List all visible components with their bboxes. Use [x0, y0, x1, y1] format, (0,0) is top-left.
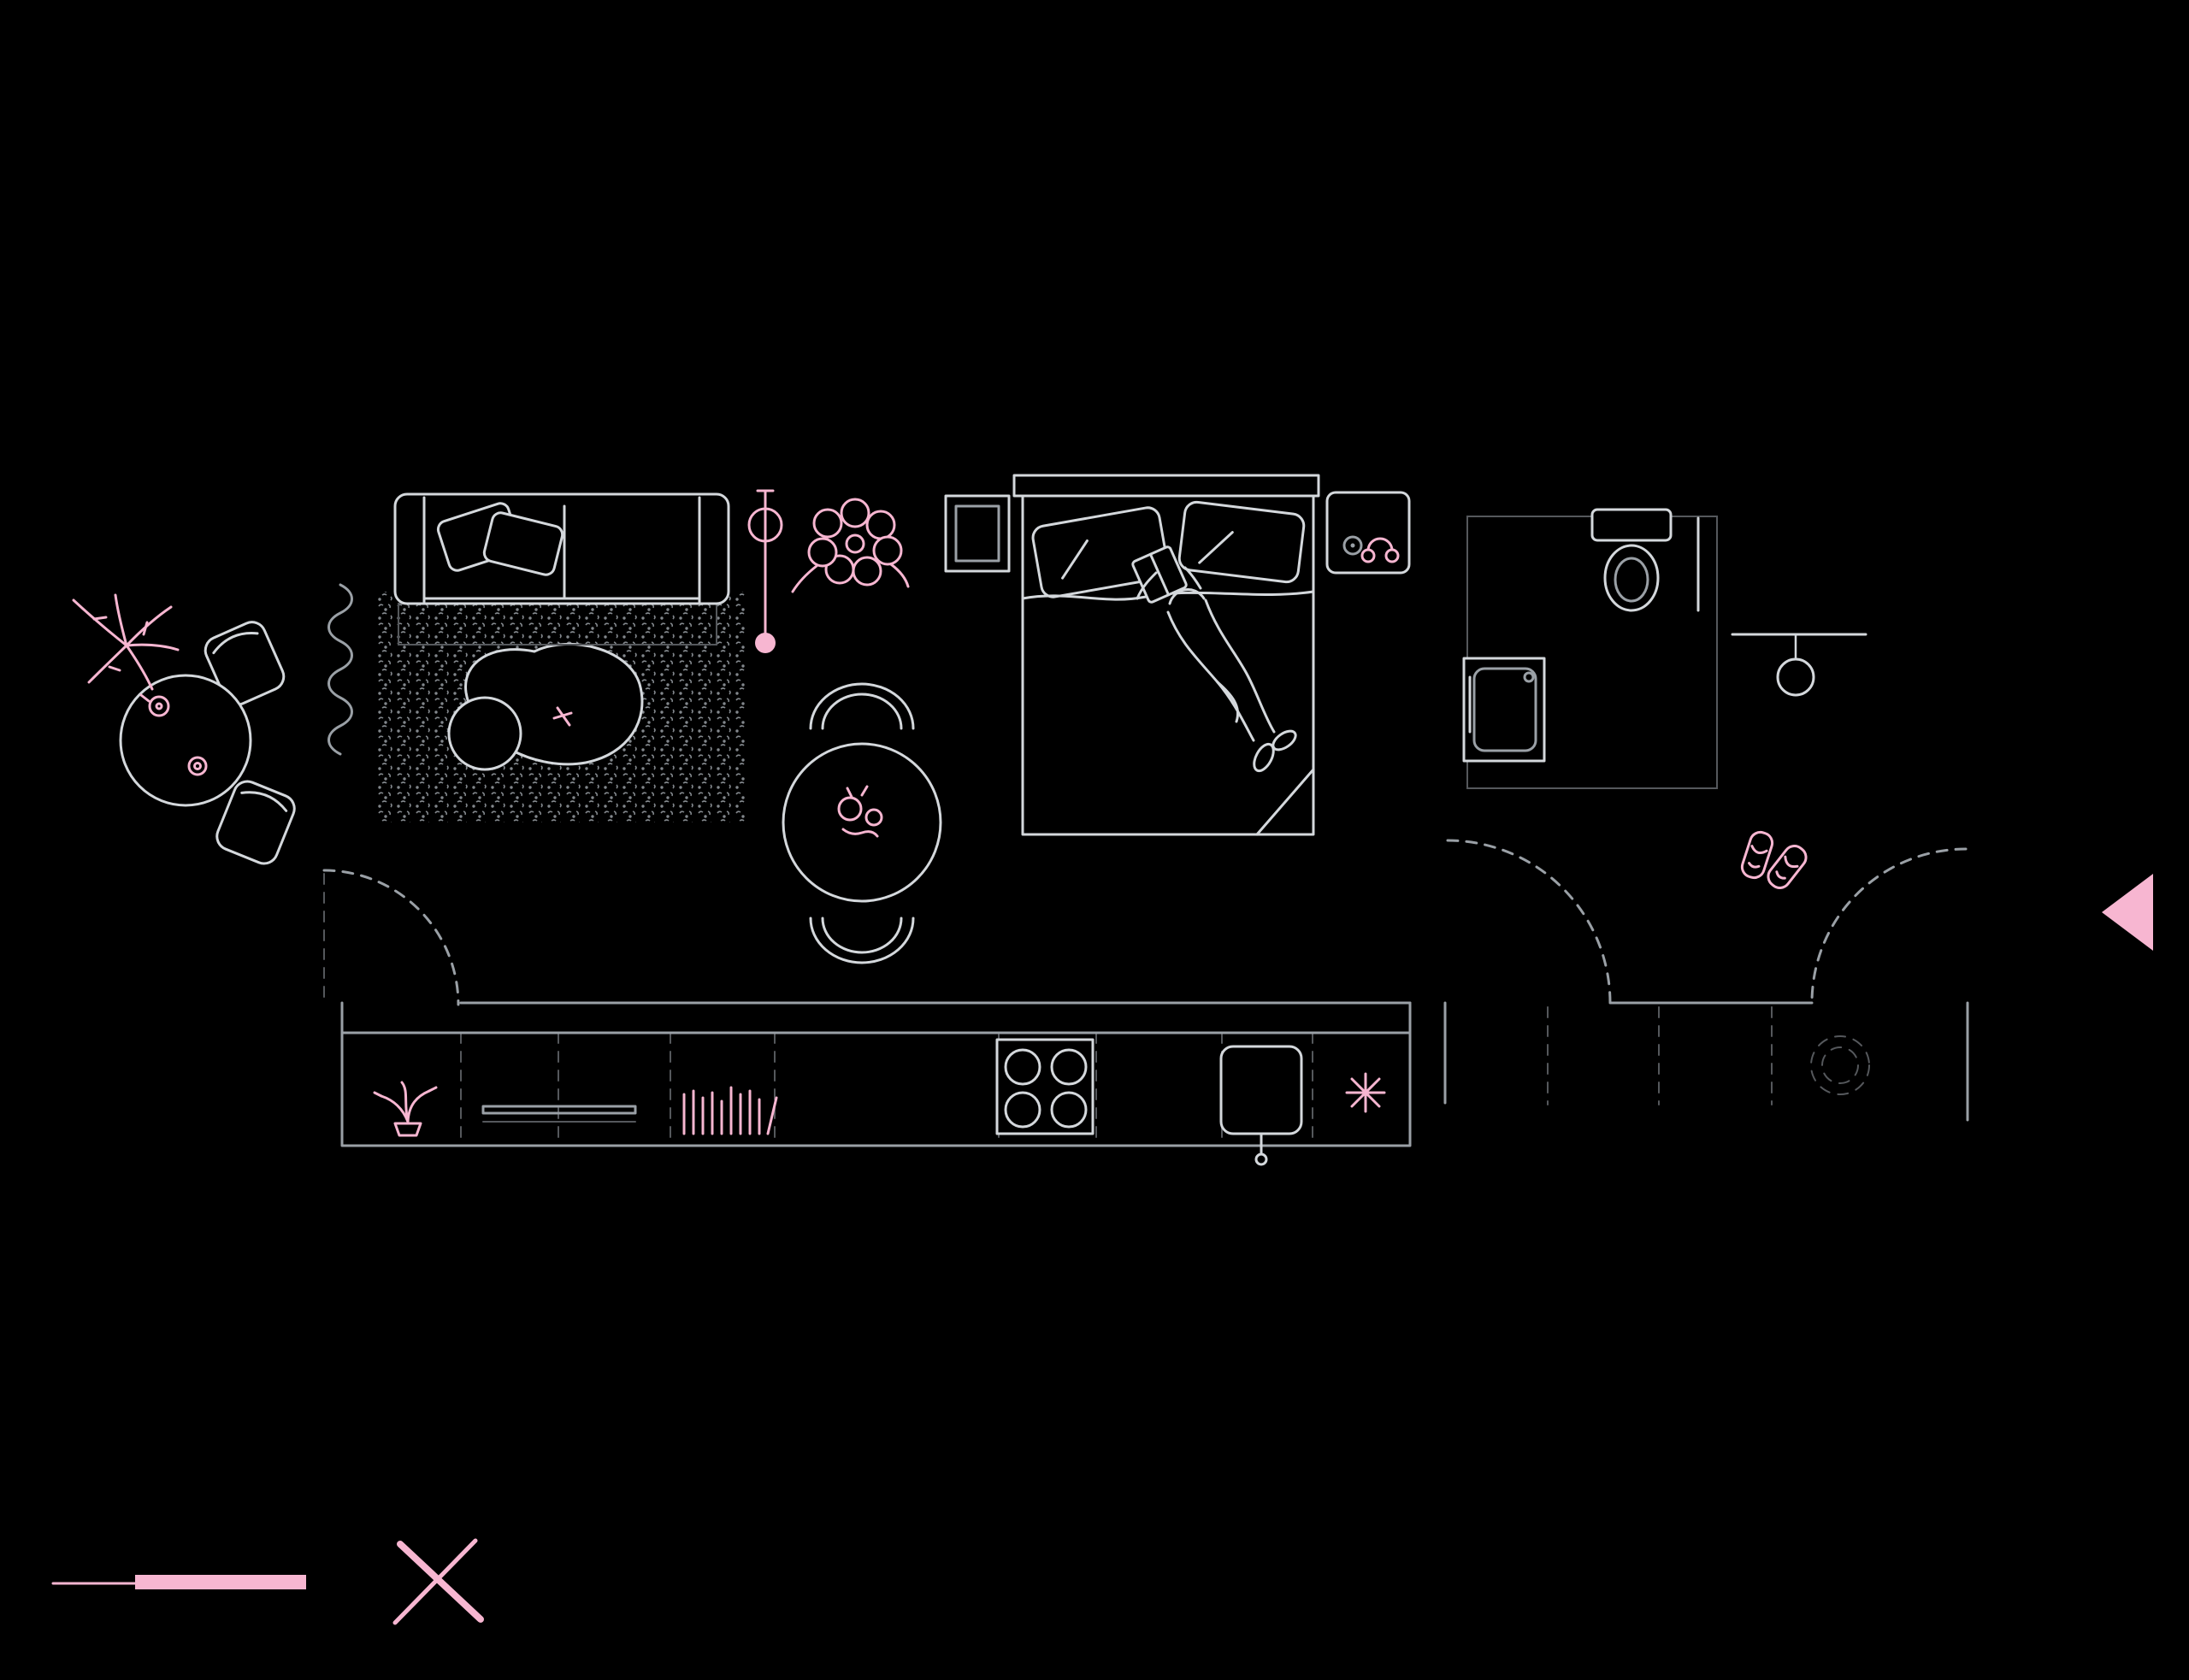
- right-door-swing: [1810, 847, 1968, 1005]
- walls: [459, 1001, 1969, 1122]
- bed-pillows: [1031, 500, 1306, 598]
- sofa: [393, 492, 730, 645]
- sink-with-tap: [1219, 1045, 1303, 1166]
- toilet: [1590, 508, 1673, 612]
- x-mark: [392, 1538, 484, 1625]
- potted-plant-sketch: [373, 1081, 438, 1137]
- nightstand-left: [944, 494, 1011, 573]
- person-reading: [1131, 545, 1297, 773]
- cutting-board: [481, 1105, 637, 1123]
- duvet-fold: [1255, 768, 1315, 836]
- flower-bouquet: [791, 498, 910, 593]
- nightstand-right: [1325, 491, 1411, 575]
- hall-dashed-lines: [1547, 1006, 1773, 1105]
- floor-cushions: [447, 642, 644, 771]
- stool: [215, 780, 296, 865]
- book: [1131, 545, 1188, 604]
- book-row-sketch: [682, 1086, 778, 1135]
- toy-sketch: [552, 706, 573, 727]
- cup-sketch: [187, 756, 208, 776]
- dining-set: [782, 682, 942, 964]
- entry-arrow: [2102, 874, 2153, 951]
- bistro-set: [119, 621, 296, 865]
- teapot-sketch: [139, 693, 170, 717]
- plant-sketch: [72, 593, 180, 691]
- annotations: [51, 1538, 484, 1625]
- bathroom: [1462, 508, 1867, 789]
- bathroom-door-swing: [1446, 839, 1612, 1005]
- dining-table: [782, 742, 942, 903]
- radiator: [327, 583, 353, 756]
- sleeping-area: [944, 474, 1411, 836]
- headboard: [1012, 474, 1320, 498]
- dining-chair: [809, 917, 915, 964]
- throw-pillows: [436, 502, 564, 576]
- snowflake-sketch: [1345, 1072, 1386, 1113]
- stool: [204, 621, 286, 706]
- living-area: [72, 489, 942, 964]
- dashed-fixture: [1810, 1035, 1870, 1095]
- table-decor-sketch: [837, 785, 883, 838]
- scale-bar: [51, 1575, 306, 1589]
- kitchen: [340, 1001, 1412, 1166]
- counter: [340, 1031, 1412, 1147]
- slippers-sketch: [1740, 830, 1808, 889]
- washing-machine: [1462, 657, 1546, 763]
- dining-chair: [809, 682, 915, 730]
- floor-lamp: [747, 489, 783, 653]
- ring-sketch: [1342, 535, 1363, 556]
- cooktop: [995, 1038, 1094, 1135]
- cabinet-dividers: [460, 1032, 1313, 1147]
- towel-ring: [1731, 633, 1867, 697]
- entry-door-swing: [322, 869, 460, 1006]
- headphones-sketch: [1360, 537, 1400, 563]
- doors: [322, 839, 1968, 1006]
- hallway: [1547, 830, 2153, 1105]
